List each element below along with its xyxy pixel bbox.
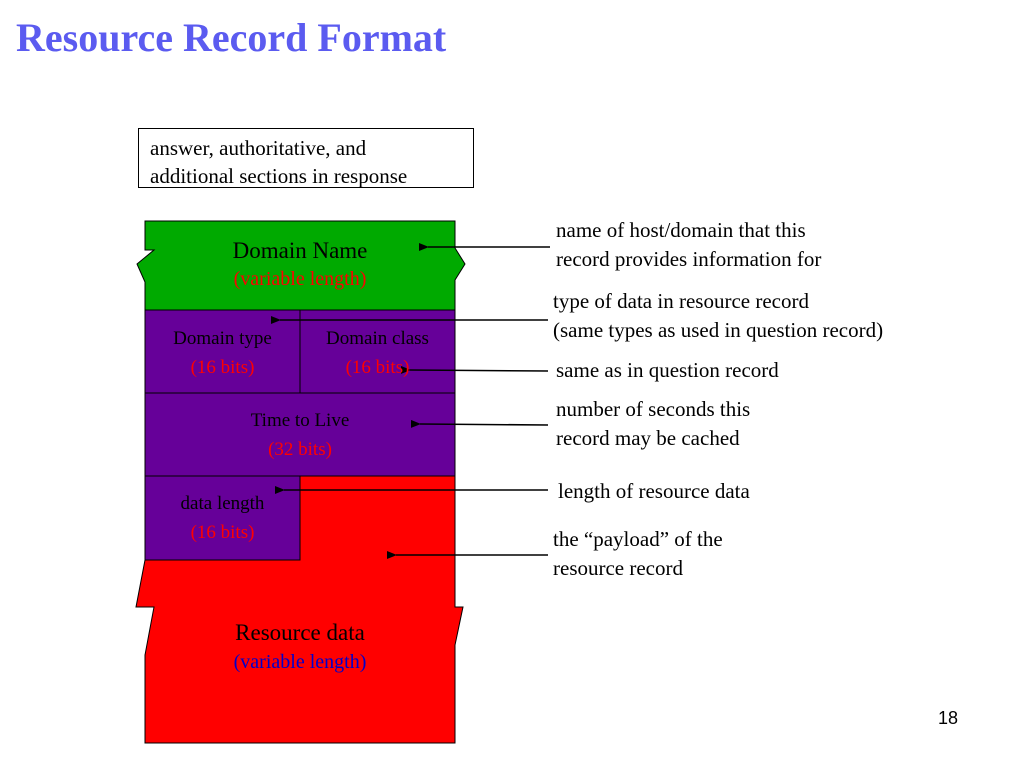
field-ttl: Time to Live (32 bits) [145, 406, 455, 464]
sections-box-line-2: additional sections in response [150, 164, 408, 188]
sections-box: answer, authoritative, and additional se… [138, 128, 474, 188]
annotation-domain-type: type of data in resource record (same ty… [553, 287, 883, 345]
slide-title: Resource Record Format [16, 15, 447, 60]
annotation-domain-name-line-1: name of host/domain that this [556, 218, 806, 242]
field-domain-class-label: Domain class [326, 328, 429, 349]
field-domain-type: Domain type (16 bits) [145, 324, 300, 382]
annotation-domain-type-line-1: type of data in resource record [553, 289, 809, 313]
arrow-ttl [410, 419, 549, 428]
annotation-domain-class-line-1: same as in question record [556, 358, 779, 382]
annotation-domain-name: name of host/domain that this record pro… [556, 216, 821, 274]
annotation-data-length-line-1: length of resource data [558, 479, 750, 503]
field-resource-data-size: (variable length) [233, 651, 367, 673]
sections-box-line-1: answer, authoritative, and [150, 136, 367, 160]
annotation-ttl: number of seconds this record may be cac… [556, 395, 750, 453]
annotation-ttl-line-1: number of seconds this [556, 397, 751, 421]
annotation-resource-data: the “payload” of the resource record [553, 525, 723, 583]
field-data-length: data length (16 bits) [145, 489, 300, 547]
annotation-ttl-line-2: record may be cached [556, 426, 740, 450]
data-length-block [144, 475, 301, 561]
field-domain-name: Domain Name (variable length) [145, 236, 455, 292]
field-domain-name-label: Domain Name [232, 238, 368, 263]
field-domain-class: Domain class (16 bits) [300, 324, 455, 382]
field-domain-type-label: Domain type [173, 328, 272, 349]
field-domain-name-size: (variable length) [233, 268, 367, 290]
annotation-domain-name-line-2: record provides information for [556, 247, 822, 271]
field-domain-type-size: (16 bits) [190, 357, 255, 378]
annotation-resource-data-line-2: resource record [553, 556, 683, 580]
field-data-length-label: data length [180, 493, 265, 514]
annotation-resource-data-line-1: the “payload” of the [553, 527, 723, 551]
field-ttl-label: Time to Live [250, 410, 350, 431]
field-ttl-size: (32 bits) [268, 439, 332, 460]
field-data-length-size: (16 bits) [190, 522, 255, 543]
annotation-data-length: length of resource data [558, 477, 750, 506]
annotation-domain-class: same as in question record [556, 356, 779, 385]
field-resource-data-label: Resource data [235, 620, 365, 645]
annotation-domain-type-line-2: (same types as used in question record) [553, 318, 884, 342]
ttl-block [144, 392, 456, 477]
arrow-domain-class [400, 365, 549, 374]
field-domain-class-size: (16 bits) [345, 357, 410, 378]
page-number: 18 [938, 708, 959, 728]
field-resource-data: Resource data (variable length) [145, 618, 455, 676]
